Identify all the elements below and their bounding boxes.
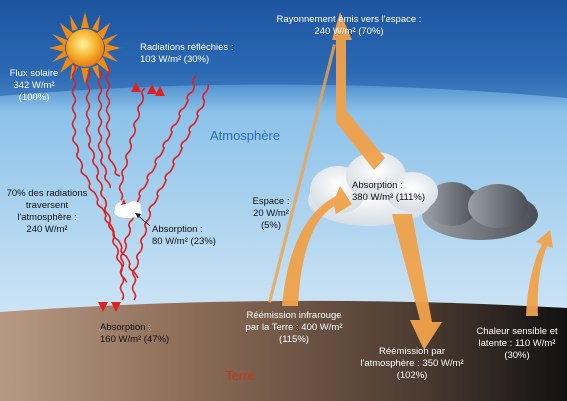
space-layer	[0, 0, 567, 98]
atmosphere-reemission-label: Réémission par l'atmosphère : 350 W/m² (…	[360, 346, 464, 381]
ground-absorption-label: Absorption : 160 W/m² (47%)	[100, 322, 170, 345]
incoming-radiation-waves	[71, 63, 139, 283]
sun-icon	[49, 12, 121, 84]
earth-title: Terre	[225, 368, 255, 383]
reflected-radiation-waves	[118, 75, 210, 301]
transmitted-radiation-label: 70% des radiations traversent l'atmosphè…	[6, 188, 88, 235]
cloud-absorption-label: Absorption : 80 W/m² (23%)	[152, 224, 216, 247]
atmosphere-reemission-arrow	[392, 214, 442, 350]
ground-emission-arrow	[282, 186, 352, 306]
small-cloud	[114, 199, 142, 218]
space-window-label: Espace : 20 W/m² (5%)	[252, 196, 290, 231]
small-cloud-pointer-head	[135, 213, 141, 218]
latent-heat-arrow	[526, 230, 553, 316]
ground-reemission-label: Réémission infrarouge par la Terre : 400…	[245, 310, 343, 345]
atmosphere-absorption-label: Absorption : 380 W/m² (111%)	[352, 180, 426, 203]
incoming-arrowheads	[98, 302, 121, 312]
large-cloud	[308, 152, 438, 226]
solar-flux-label: Flux solaire 342 W/m² (100%)	[9, 68, 59, 103]
dark-cloud	[422, 182, 538, 240]
space-emission-label: Rayonnement émis vers l'espace : 240 W/m…	[276, 14, 422, 37]
orange-flux-arrows	[268, 12, 553, 350]
space-emission-arrow	[332, 12, 385, 170]
reflected-arrowheads	[131, 82, 165, 96]
reflected-radiation-label: Radiations réfléchies : 103 W/m² (30%)	[140, 42, 234, 65]
atmosphere-title: Atmosphère	[209, 128, 281, 143]
sensible-heat-label: Chaleur sensible et latente : 110 W/m² (…	[476, 326, 558, 361]
space-window-line	[268, 44, 336, 303]
